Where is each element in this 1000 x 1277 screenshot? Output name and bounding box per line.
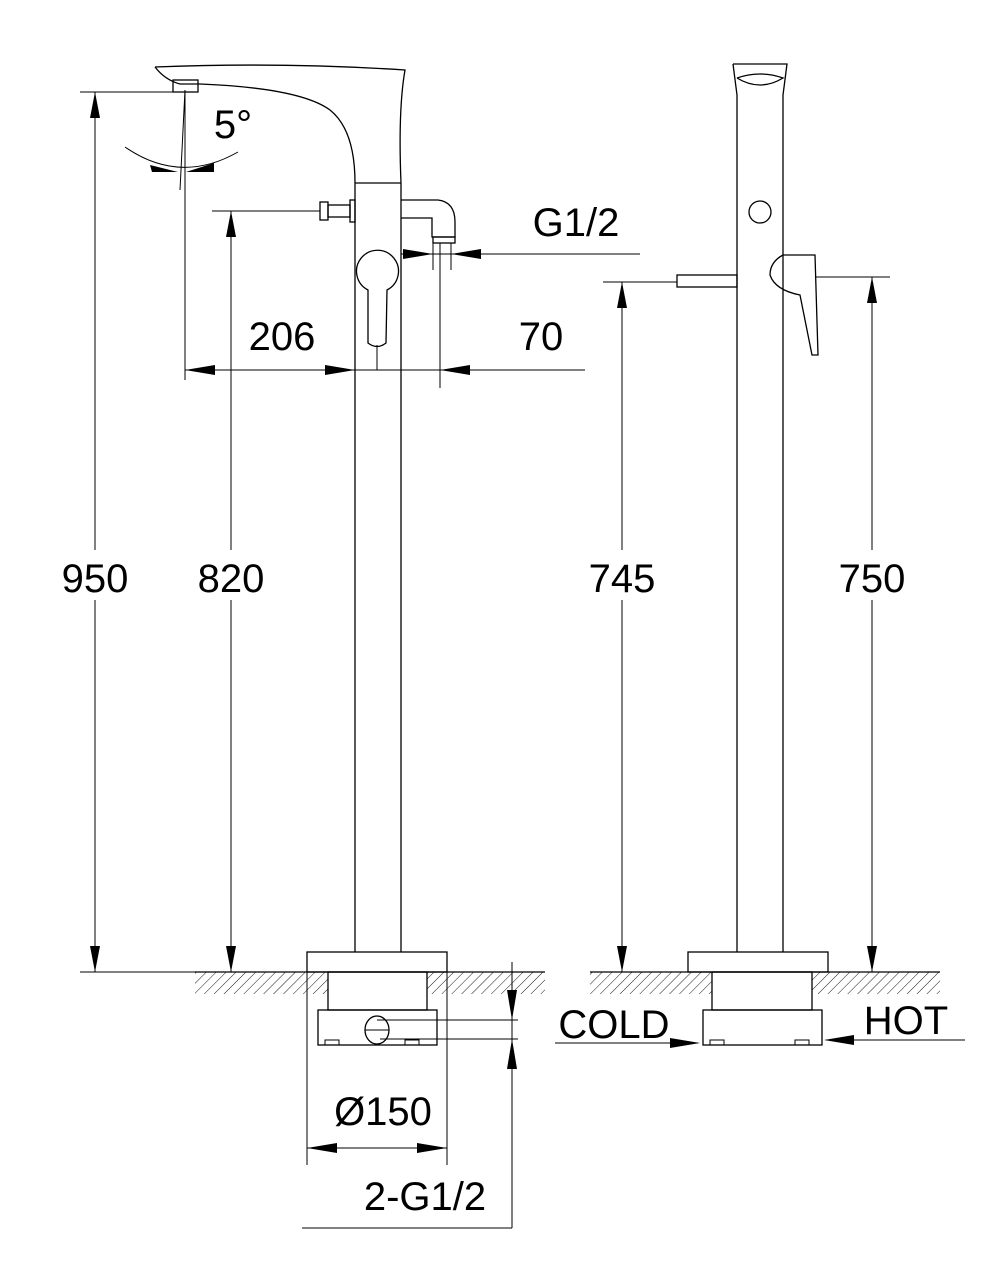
mixer-lever-side — [769, 254, 819, 356]
outlet-elbow — [401, 199, 456, 238]
faucet-body-side: 745 750 COLD HOT — [555, 63, 965, 1048]
hot-label: HOT — [864, 999, 948, 1043]
connection-label: G1/2 — [533, 201, 620, 245]
angle-label: 5° — [214, 103, 252, 147]
spout-head — [736, 73, 785, 86]
total-height-label: 950 — [62, 557, 129, 601]
shower-holder — [676, 274, 738, 288]
floor-hatch-left — [195, 971, 545, 994]
handle-height-label: 750 — [839, 557, 906, 601]
base-diameter-label: Ø150 — [334, 1090, 432, 1134]
side-view: 745 750 COLD HOT — [555, 63, 965, 1048]
mixer-lever — [355, 249, 400, 348]
floor-hatch-right — [590, 971, 940, 994]
front-view: 5° 950 820 G1/2 — [55, 64, 640, 1229]
spout-height-label: 820 — [198, 557, 265, 601]
inlet-label: 2-G1/2 — [364, 1175, 486, 1219]
base-mount — [317, 1009, 438, 1046]
diverter-button — [748, 200, 772, 224]
cold-label: COLD — [558, 1003, 669, 1047]
base-collar — [306, 951, 448, 973]
faucet-body-front: 5° 950 820 G1/2 — [55, 64, 640, 1229]
spout-reach-label: 206 — [249, 315, 316, 359]
base-body — [327, 971, 428, 1011]
outlet-offset-label: 70 — [519, 315, 564, 359]
shower-holder-height-label: 745 — [589, 557, 656, 601]
hand-shower-connector — [319, 201, 329, 221]
